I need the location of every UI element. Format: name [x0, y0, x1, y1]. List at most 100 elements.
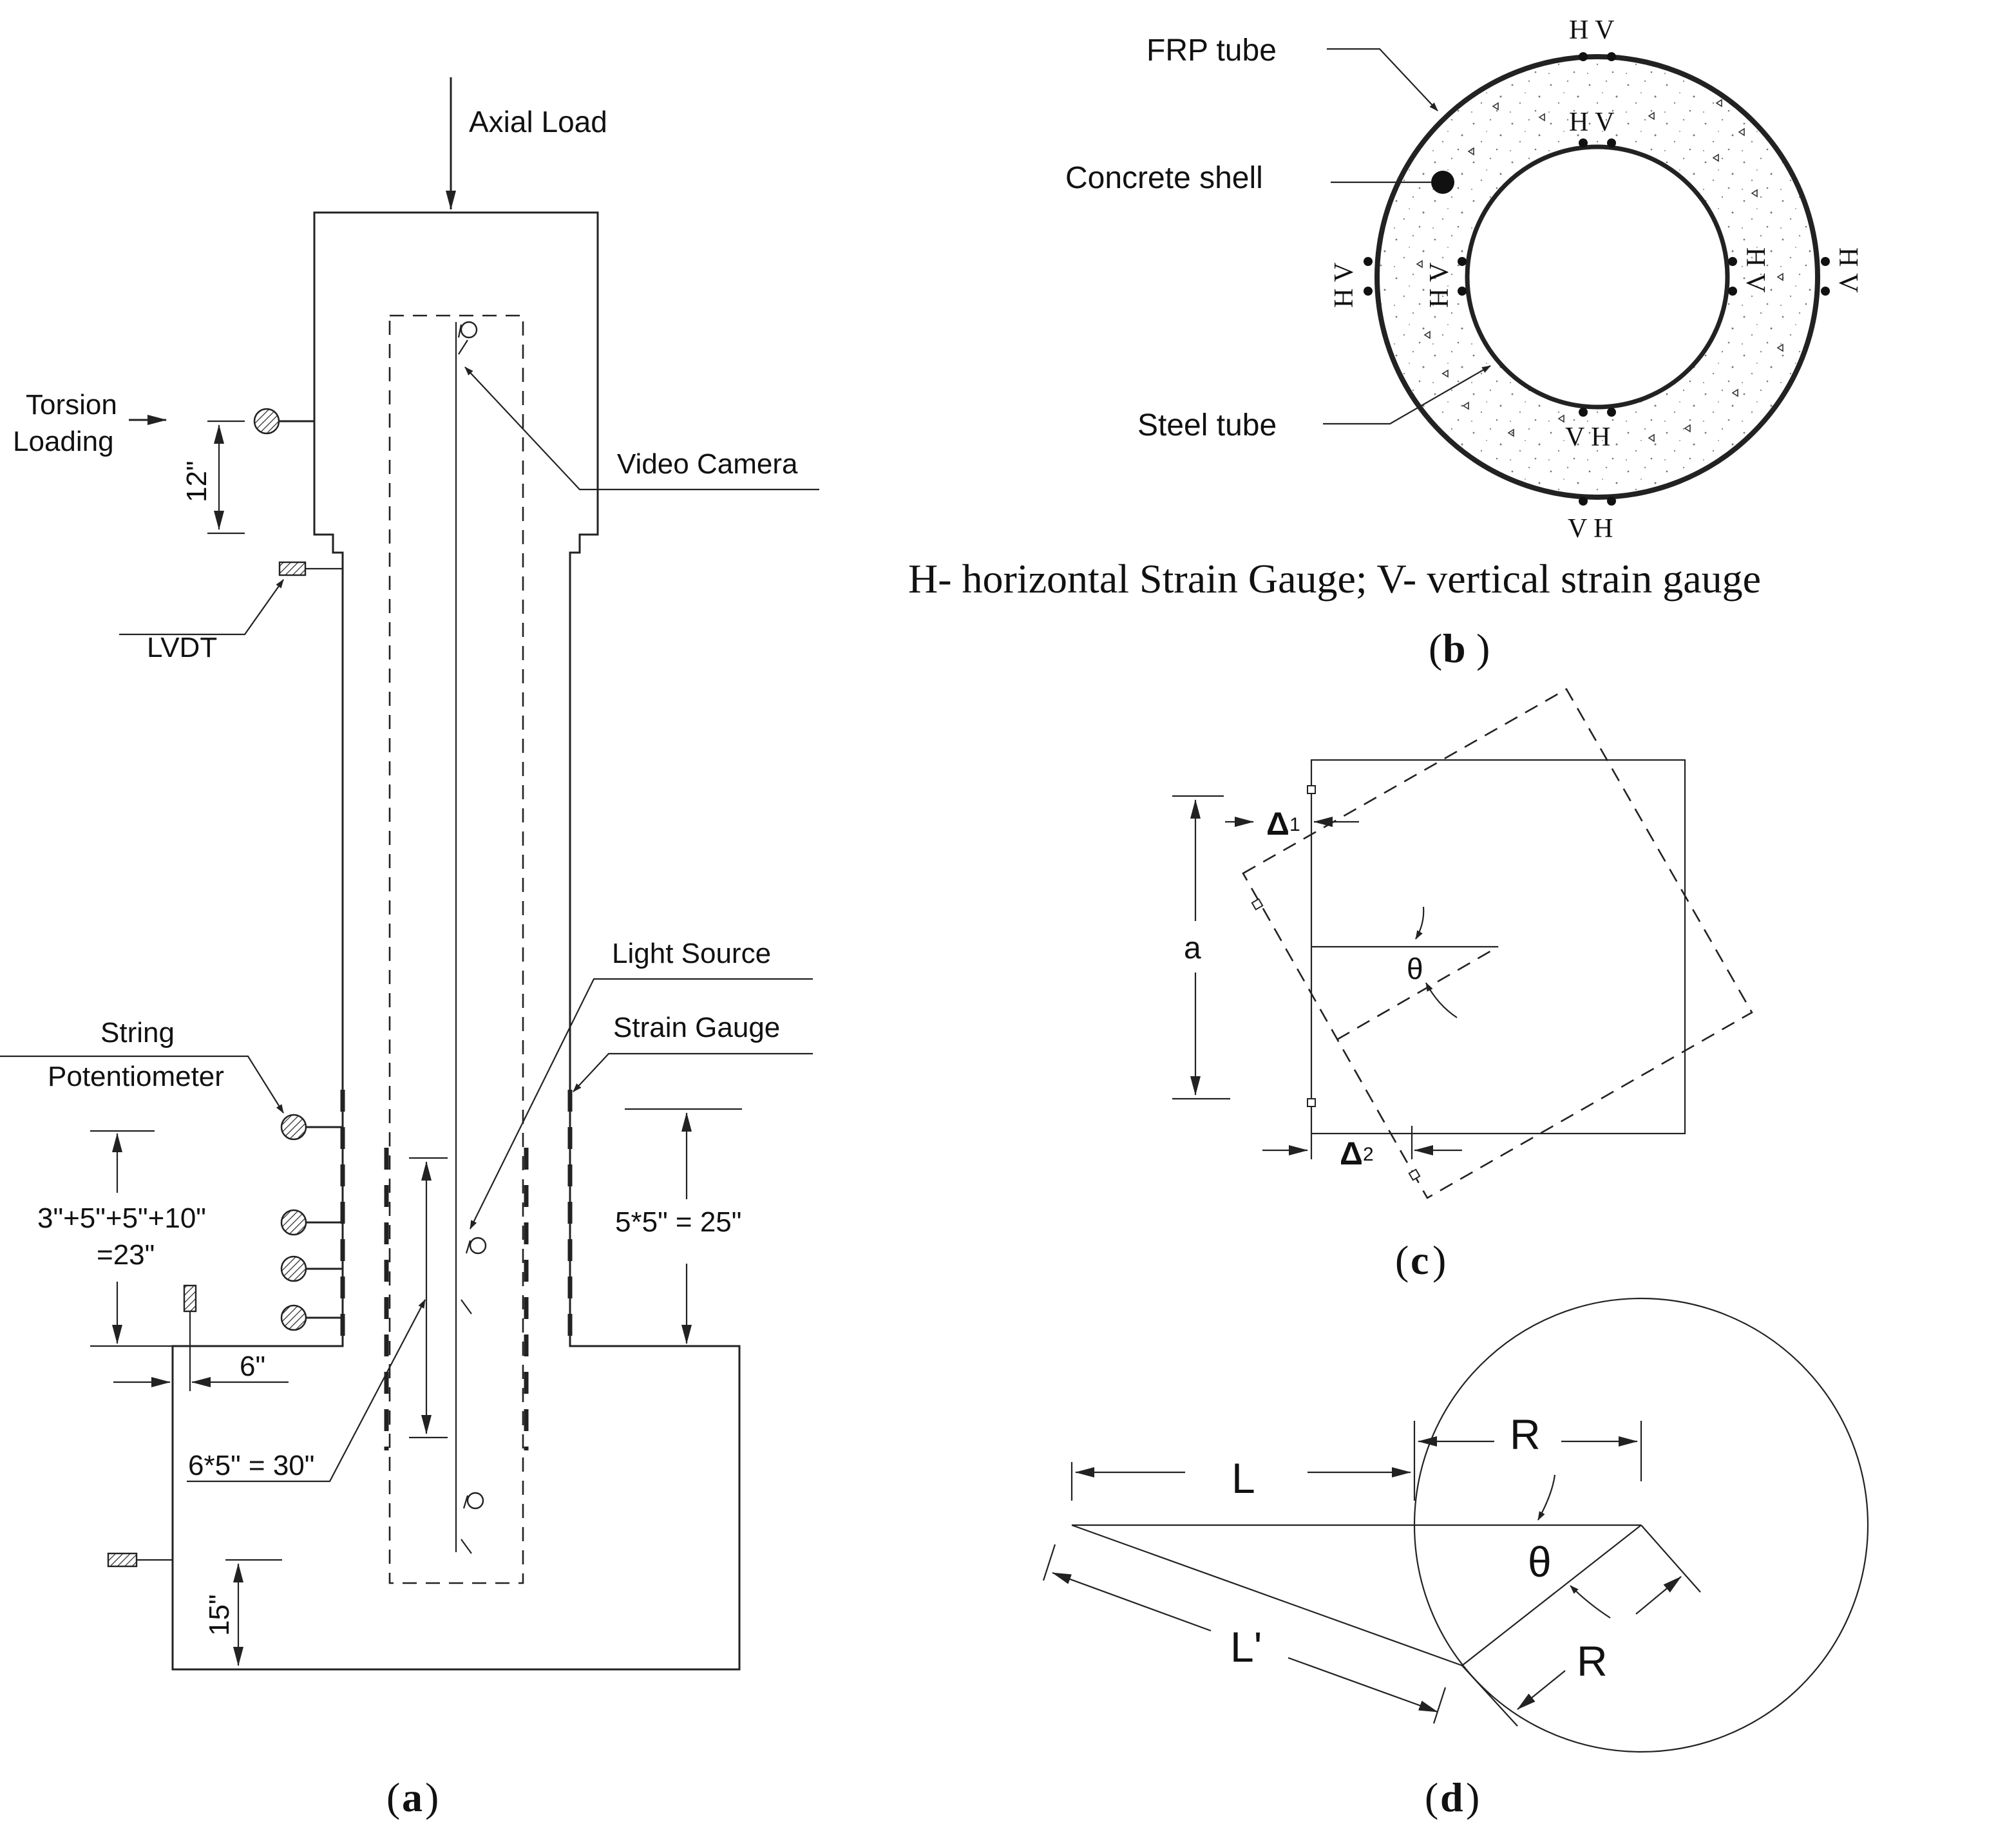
dim-25-label: 5*5" = 25": [615, 1206, 741, 1238]
theta-d-arc-bottom: [1570, 1585, 1611, 1619]
marker-c3: [1251, 898, 1264, 911]
R-top-label: R: [1510, 1410, 1541, 1458]
video-camera-label: Video Camera: [617, 448, 798, 480]
panel-d: L R θ L' R ( d ): [1042, 1297, 1869, 1820]
column-outline: [171, 211, 741, 1671]
dim-30-label: 6*5" = 30": [188, 1450, 314, 1481]
light-source-label: Light Source: [612, 938, 771, 969]
marker-c1: [1307, 785, 1316, 794]
delta1-subscript: 1: [1289, 814, 1300, 835]
video-camera-leader: [464, 366, 819, 491]
string-pot-3-icon: [280, 1255, 307, 1282]
theta-ref-rotated: [1336, 945, 1499, 1041]
caption-b-close: ): [1476, 625, 1490, 671]
marker-c2: [1307, 1098, 1316, 1107]
gauge-label-outer-top: H V: [1569, 15, 1614, 45]
dim-R-bottom-arrow-bottom: [1517, 1670, 1566, 1710]
string-label-1: String: [100, 1017, 175, 1049]
dim-23-label-1: 3"+5"+5"+10": [37, 1202, 206, 1234]
L-label: L: [1231, 1454, 1255, 1502]
string-pot-2-icon: [280, 1209, 307, 1236]
line-L-prime: [1071, 1524, 1463, 1667]
strain-gauge-label: Strain Gauge: [613, 1012, 780, 1043]
dim-Lp-ext-left: [1042, 1544, 1056, 1581]
torsion-label-1: Torsion: [26, 389, 117, 421]
dim-Lp-arrow-right: [1288, 1657, 1438, 1713]
caption-b: b: [1443, 625, 1466, 671]
frp-tube-label: FRP tube: [1146, 33, 1277, 68]
caption-a-open: (: [386, 1774, 400, 1820]
core-void: [1467, 147, 1727, 407]
caption-b-open: (: [1429, 625, 1442, 671]
dim-Lp-ext-right: [1432, 1687, 1447, 1724]
string-pot-4-icon: [280, 1304, 307, 1331]
theta-d-arc-top: [1537, 1474, 1556, 1521]
dim-R-bottom-ext: [1640, 1524, 1701, 1593]
torsion-actuator-icon: [253, 408, 280, 435]
dim-15-label: 15": [204, 1594, 235, 1636]
dim-12-label: 12": [181, 460, 213, 502]
caption-d: d: [1440, 1774, 1463, 1820]
caption-c-open: (: [1395, 1237, 1409, 1283]
camera-top-icon: [457, 321, 478, 355]
panel-c: a Δ 1 Δ 2 θ ( c ): [1172, 688, 1753, 1283]
strain-gauge-leader: [573, 1052, 813, 1092]
inner-tube-dashed: [388, 314, 524, 1584]
delta1-label: Δ: [1266, 806, 1289, 842]
strain-gauge-legend: H- horizontal Strain Gauge; V- vertical …: [908, 556, 1761, 602]
concrete-shell-dot: [1431, 171, 1454, 194]
caption-d-open: (: [1425, 1774, 1438, 1820]
dim-6-label: 6": [240, 1351, 265, 1382]
concrete-shell-label: Concrete shell: [1065, 161, 1263, 195]
caption-d-close: ): [1466, 1774, 1479, 1820]
steel-tube-leader: [1323, 365, 1491, 425]
frp-tube-leader: [1327, 48, 1438, 111]
camera-bottom-icon: [461, 1492, 484, 1554]
dim-30-leader: [187, 1299, 426, 1483]
caption-c: c: [1411, 1237, 1429, 1283]
light-source-leader: [470, 978, 813, 1230]
delta2-subscript: 2: [1363, 1144, 1374, 1165]
camera-middle-icon: [461, 1237, 487, 1315]
L-prime-label: L': [1230, 1623, 1262, 1671]
gauge-label-inner-right: H V: [1740, 247, 1770, 292]
torsion-label-2: Loading: [13, 426, 114, 457]
gauge-label-outer-bottom: V H: [1568, 514, 1613, 544]
theta-arc-top: [1415, 906, 1425, 940]
gauge-label-outer-left: H V: [1329, 263, 1359, 308]
radius-rotated: [1461, 1524, 1642, 1666]
dim-Lp-arrow-left: [1052, 1571, 1212, 1632]
panel-b: H V H V H V H V H V H V V H V H FRP tube…: [908, 15, 1863, 671]
gauge-dots: [1364, 52, 1830, 506]
string-potentiometer-group: [280, 1114, 343, 1331]
gauge-label-inner-left: H V: [1425, 263, 1454, 308]
theta-d-label: θ: [1528, 1538, 1552, 1586]
lvdt-top-icon: [278, 561, 307, 576]
gauge-label-inner-top: H V: [1569, 108, 1614, 137]
lvdt-label: LVDT: [147, 632, 217, 663]
lvdt-footing-top-icon: [183, 1284, 197, 1313]
R-bottom-label: R: [1577, 1637, 1608, 1685]
steel-tube-ring: [1465, 144, 1730, 410]
lvdt-footing-side-icon: [107, 1552, 138, 1568]
caption-c-close: ): [1432, 1237, 1446, 1283]
frp-tube-ring: [1374, 54, 1820, 500]
steel-tube-label: Steel tube: [1137, 408, 1277, 442]
gauge-label-outer-right: H V: [1833, 247, 1863, 292]
aggregate-marks: [1416, 99, 1783, 442]
axial-load-label: Axial Load: [469, 105, 607, 138]
marker-c4: [1408, 1168, 1421, 1181]
string-pot-leader: [0, 1055, 284, 1114]
caption-a-close: ): [425, 1774, 439, 1820]
caption-a: a: [402, 1774, 423, 1820]
string-label-2: Potentiometer: [48, 1061, 224, 1092]
tangent-extension: [1461, 1665, 1518, 1727]
rotated-square: [1242, 688, 1753, 1199]
string-pot-1-icon: [280, 1114, 307, 1141]
dim-23-label-2: =23": [97, 1239, 155, 1271]
dim-R-bottom-arrow-top: [1635, 1576, 1682, 1615]
dim-a-label: a: [1184, 931, 1201, 965]
theta-arc-bottom: [1425, 982, 1458, 1018]
